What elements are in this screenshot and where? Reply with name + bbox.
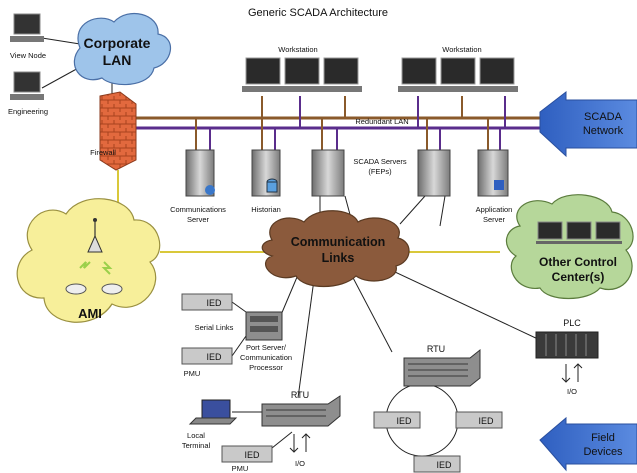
local-terminal-label-1: Local bbox=[187, 431, 205, 440]
scada-servers-label-2: (FEPs) bbox=[368, 167, 392, 176]
ied-device-group-left: IED IED PMU Serial Links bbox=[181, 293, 234, 378]
ami-cloud: AMI bbox=[16, 198, 161, 323]
corporate-lan-label-2: LAN bbox=[103, 52, 132, 68]
other-control-label-1: Other Control bbox=[539, 255, 617, 269]
scada-servers-label-1: SCADA Servers bbox=[353, 157, 407, 166]
port-server-label-1: Port Server/ bbox=[246, 343, 287, 352]
firewall-label: Firewall bbox=[90, 148, 116, 157]
serial-links-label: Serial Links bbox=[195, 323, 234, 332]
field-devices-arrow: Field Devices bbox=[539, 416, 637, 472]
corporate-lan-label-1: Corporate bbox=[84, 35, 151, 51]
plc-label: PLC bbox=[563, 318, 581, 328]
ied-label-ring-bottom: IED bbox=[436, 460, 452, 470]
application-server-icon: Application Server bbox=[476, 149, 513, 224]
scada-network-label-1: SCADA bbox=[584, 111, 623, 123]
other-control-center-cloud: Other Control Center(s) bbox=[505, 194, 634, 299]
io-arrows-icon bbox=[561, 363, 583, 383]
ied-label-ring-left: IED bbox=[396, 416, 412, 426]
rtu-icon-center: RTU bbox=[403, 344, 481, 387]
scada-server-icon: SCADA Servers (FEPs) bbox=[311, 149, 451, 197]
radio-tower-icon bbox=[87, 218, 103, 253]
view-node-icon: View Node bbox=[10, 13, 46, 60]
rtu-label-2: RTU bbox=[427, 344, 445, 354]
corporate-lan-cloud: Corporate LAN bbox=[73, 12, 172, 86]
io-arrows-icon bbox=[289, 433, 311, 453]
port-server-icon: Port Server/ Communication Processor bbox=[240, 311, 292, 372]
comm-server-label-1: Communications bbox=[170, 205, 226, 214]
rtu-icon: RTU I/O bbox=[261, 390, 341, 468]
workstation-left-label: Workstation bbox=[278, 45, 317, 54]
ied-label-bottom: IED bbox=[244, 450, 260, 460]
communication-links-cloud: Communication Links bbox=[261, 210, 410, 287]
ied-ring-group: IED IED IED bbox=[373, 411, 503, 473]
ami-label: AMI bbox=[78, 306, 102, 321]
faded-title: Generic SCADA Architecture bbox=[248, 7, 388, 19]
ied-device-bottom-left: IED PMU bbox=[221, 445, 273, 473]
communication-label-2: Links bbox=[322, 251, 355, 265]
rtu-label-1: RTU bbox=[291, 390, 309, 400]
communications-server-icon: Communications Server bbox=[170, 149, 226, 224]
workstation-right-label: Workstation bbox=[442, 45, 481, 54]
local-terminal-icon: Local Terminal bbox=[182, 399, 238, 450]
historian-icon: Historian bbox=[251, 149, 281, 214]
port-server-label-3: Processor bbox=[249, 363, 283, 372]
view-node-label: View Node bbox=[10, 51, 46, 60]
ied-label-ring-right: IED bbox=[478, 416, 494, 426]
ied-label-top: IED bbox=[206, 298, 222, 308]
monitor-icon bbox=[242, 57, 362, 92]
workstation-group-left: Workstation bbox=[242, 45, 362, 92]
monitor-icon bbox=[536, 221, 622, 244]
io-plc-label: I/O bbox=[567, 387, 577, 396]
app-server-label-1: Application bbox=[476, 205, 513, 214]
engineering-label: Engineering bbox=[8, 107, 48, 116]
pmu-label-2: PMU bbox=[232, 464, 249, 473]
communication-label-1: Communication bbox=[291, 235, 385, 249]
other-control-label-2: Center(s) bbox=[552, 270, 605, 284]
meter-icon bbox=[65, 261, 123, 295]
io-rtu-label: I/O bbox=[295, 459, 305, 468]
field-devices-label-1: Field bbox=[591, 432, 615, 444]
workstation-group-right: Workstation bbox=[398, 45, 518, 92]
comm-server-label-2: Server bbox=[187, 215, 210, 224]
scada-network-label-2: Network bbox=[583, 125, 624, 137]
field-devices-label-2: Devices bbox=[583, 446, 623, 458]
app-server-label-2: Server bbox=[483, 215, 506, 224]
monitor-icon bbox=[398, 57, 518, 92]
historian-label: Historian bbox=[251, 205, 281, 214]
local-terminal-label-2: Terminal bbox=[182, 441, 211, 450]
pmu-label-1: PMU bbox=[184, 369, 201, 378]
ied-label-pmu: IED bbox=[206, 352, 222, 362]
scada-network-arrow: SCADA Network bbox=[539, 90, 637, 158]
port-server-label-2: Communication bbox=[240, 353, 292, 362]
redundant-lan-label: Redundant LAN bbox=[355, 117, 408, 126]
engineering-icon: Engineering bbox=[8, 71, 48, 116]
firewall-icon: Firewall bbox=[90, 91, 137, 171]
plc-icon: PLC I/O bbox=[535, 318, 599, 396]
